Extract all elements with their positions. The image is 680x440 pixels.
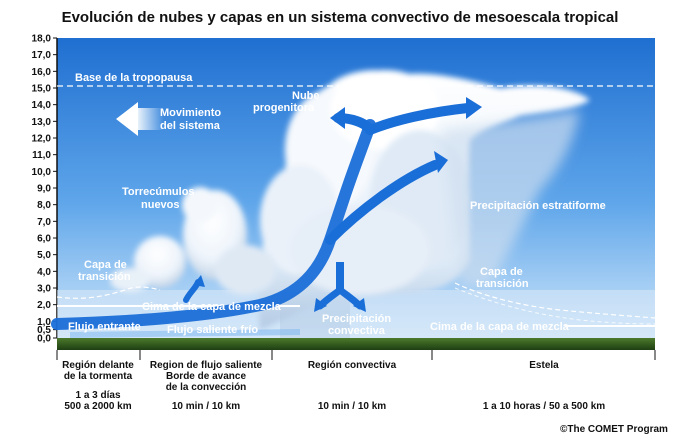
y-tick-label: 13,0	[32, 117, 52, 128]
updraft-lower-branch	[325, 160, 440, 245]
convective-precip-label-2: convectiva	[328, 325, 386, 337]
y-tick-label: 4,0	[37, 267, 51, 278]
new-towers-label-2: nuevos	[141, 199, 180, 211]
inflow-label: Flujo entrante	[68, 321, 141, 333]
y-tick-label: 11,0	[32, 150, 51, 161]
svg-text:Region de flujo saliente: Region de flujo saliente	[150, 360, 263, 371]
ground	[57, 338, 655, 350]
y-tick-label: 12,0	[32, 134, 52, 145]
updraft-right-branch	[365, 103, 473, 135]
new-towers-label: Torrecúmulos	[122, 186, 195, 198]
transition-left-label: Capa de	[84, 259, 127, 271]
svg-text:10 min / 10 km: 10 min / 10 km	[318, 401, 386, 412]
transition-left-label-2: transición	[78, 271, 131, 283]
y-tick-label: 3,0	[37, 284, 51, 295]
mixed-layer-right-label: Cima de la capa de mezcla	[430, 321, 570, 333]
y-tick-label: 5,0	[37, 250, 51, 261]
y-tick-label: 14,0	[32, 100, 52, 111]
svg-text:de la tormenta: de la tormenta	[64, 371, 133, 382]
transition-layer-right	[454, 282, 656, 319]
svg-text:1 a 10 horas / 50 a 500 km: 1 a 10 horas / 50 a 500 km	[483, 401, 605, 412]
y-tick-label: 0,5	[37, 325, 51, 336]
svg-text:Región delante: Región delante	[62, 360, 134, 371]
convective-precip-label: Precipitación	[322, 313, 391, 325]
credit: ©The COMET Program	[560, 424, 668, 435]
y-tick-label: 9,0	[37, 184, 51, 195]
y-tick-label: 16,0	[32, 67, 52, 78]
y-tick-label: 17,0	[32, 50, 52, 61]
svg-text:de la convección: de la convección	[166, 382, 247, 393]
svg-text:Estela: Estela	[529, 360, 559, 371]
transition-right-label-2: transición	[476, 278, 529, 290]
y-axis: 18,0 17,0 16,0 15,0 14,0 13,0 12,0 11,0 10,0 9,0 8…	[32, 34, 58, 345]
mixed-layer-left-label: Cima de la capa de mezcla	[142, 301, 282, 313]
y-tick-label: 10,0	[32, 167, 52, 178]
y-tick-label: 6,0	[37, 234, 51, 245]
region-wake: Estela 1 a 10 horas / 50 a 500 km	[483, 360, 605, 412]
y-tick-label: 8,0	[37, 200, 51, 211]
y-tick-label: 2,0	[37, 300, 51, 311]
updraft-left-arrowhead	[330, 107, 345, 129]
updraft-right-arrowhead	[466, 97, 482, 119]
outflow-label: Flujo saliente frío	[167, 324, 258, 336]
parent-cloud-label-2: progenitora	[253, 102, 315, 114]
system-motion-arrow	[116, 102, 164, 136]
transition-layer-left	[56, 286, 161, 299]
parent-cloud-label: Nube	[292, 90, 320, 102]
transition-layer-right-2	[454, 287, 656, 325]
new-towers	[110, 187, 275, 295]
tower-updraft-arrowhead	[193, 275, 205, 287]
svg-text:Región convectiva: Región convectiva	[308, 360, 397, 371]
svg-text:10 min / 10 km: 10 min / 10 km	[172, 401, 240, 412]
system-motion-label: Movimiento	[160, 107, 221, 119]
inflow-arrow	[51, 119, 376, 330]
svg-text:1 a 3 días: 1 a 3 días	[75, 390, 120, 401]
tropopause-label: Base de la tropopausa	[75, 72, 193, 84]
downdraft-arrow	[314, 262, 366, 312]
svg-text:500 a 2000 km: 500 a 2000 km	[64, 401, 131, 412]
stratiform-cloud	[440, 110, 580, 285]
updraft-lower-arrowhead	[434, 151, 448, 173]
outflow-arrow	[69, 329, 301, 338]
system-motion-label-2: del sistema	[160, 120, 221, 132]
transition-right-label: Capa de	[480, 266, 523, 278]
svg-text:Borde de avance: Borde de avance	[166, 371, 246, 382]
y-tick-label: 1,0	[37, 317, 51, 328]
diagram-title: Evolución de nubes y capas en un sistema…	[61, 9, 619, 26]
y-tick-label: 15,0	[32, 84, 52, 95]
y-tick-label: 18,0	[32, 34, 52, 45]
y-tick-label: 0,0	[37, 334, 51, 345]
region-outflow: Region de flujo saliente Borde de avance…	[150, 360, 263, 412]
region-dividers	[56, 350, 656, 360]
y-tick-label: 7,0	[37, 217, 51, 228]
stratiform-label: Precipitación estratiforme	[470, 200, 606, 212]
region-ahead: Región delante de la tormenta 1 a 3 días…	[62, 360, 134, 412]
region-convective: Región convectiva 10 min / 10 km	[308, 360, 397, 412]
